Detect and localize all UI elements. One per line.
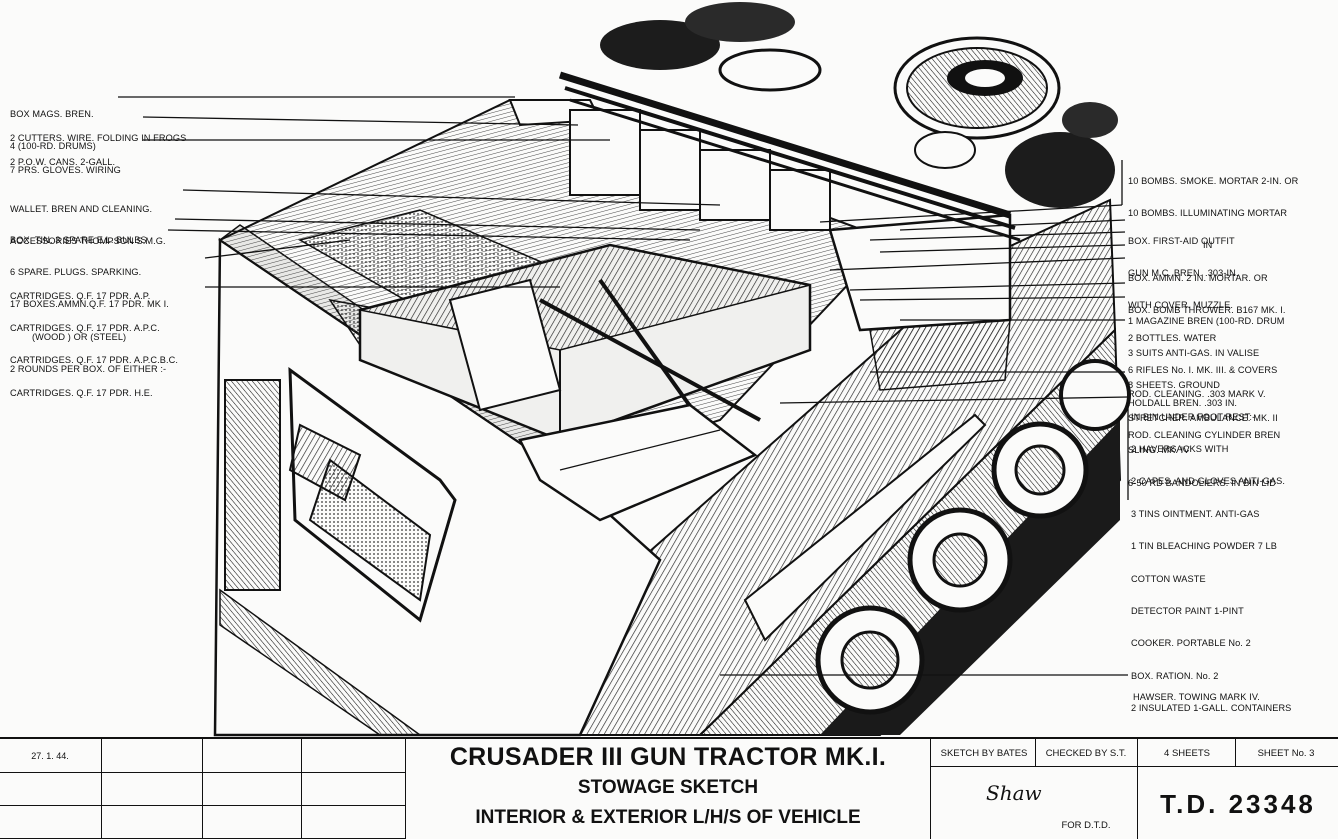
revision-cell [203, 773, 302, 806]
vehicle-cutaway-drawing [118, 2, 1131, 737]
spare-wheel [893, 36, 1061, 169]
drawing-subtitle-1: STOWAGE SKETCH [577, 777, 759, 798]
sheet-number: SHEET No. 3 [1257, 748, 1315, 759]
track-links-left [224, 379, 281, 591]
revision-cell [203, 806, 302, 839]
tarpaulin-rolls [600, 2, 1118, 208]
checked-by: CHECKED BY S.T. [1045, 748, 1127, 759]
sheets-count: 4 SHEETS [1164, 748, 1210, 759]
label-foot-rest: IN BIN UNDER FOOT REST:- 2 HAVERSACKS WI… [1131, 411, 1292, 714]
track-and-road-wheels [815, 359, 1131, 735]
driver-hatch [288, 366, 457, 623]
drawing-date: 27. 1. 44. [31, 751, 69, 761]
drawing-number-cell: T.D. 23348 [1138, 767, 1338, 839]
revision-cell: 27. 1. 44. [0, 739, 102, 773]
label-box-tin: BOX. TIN. 3 SPARE E.L. BULBS 6 SPARE. PL… [10, 234, 169, 375]
label-first-aid: BOX. FIRST-AID OUTFIT GUN M.C. BREN. .30… [1128, 235, 1281, 440]
checked-by-cell: CHECKED BY S.T. [1036, 739, 1138, 767]
signature: Shaw [986, 781, 1042, 805]
revision-cell [0, 806, 102, 839]
engine-deck-lid [518, 403, 758, 522]
label-wallet: WALLET. BREN AND CLEANING. ACCESSORIES T… [10, 203, 166, 246]
rifles-rack [558, 71, 1021, 242]
label-magazine: 1 MAGAZINE BREN (100-RD. DRUM 3 SUITS AN… [1128, 315, 1285, 488]
drawing-subtitle-2: INTERIOR & EXTERIOR L/H/S OF VEHICLE [475, 807, 861, 828]
revision-cell [203, 739, 302, 773]
label-cutters: 2 CUTTERS. WIRE. FOLDING IN FROGS 7 PRS.… [10, 132, 187, 175]
revision-cell [302, 806, 406, 839]
label-pow-cans: 2 P.O.W. CANS. 2-GALL. [10, 156, 116, 167]
sheets-cell: 4 SHEETS [1138, 739, 1236, 767]
hawser-rail [743, 413, 987, 642]
label-bombs: 10 BOMBS. SMOKE. MORTAR 2-IN. OR 10 BOMB… [1128, 175, 1299, 316]
label-box-mags: BOX MAGS. BREN. 4 (100-RD. DRUMS) [10, 108, 96, 151]
label-rod-cleaning: ROD. CLEANING. .303 MARK V. [1128, 388, 1266, 399]
title-block: 27. 1. 44. CRUSADER III GUN TRACTOR MK.I… [0, 737, 1338, 839]
for-dtd: FOR D.T.D. [1061, 820, 1111, 831]
sketch-by-cell: SKETCH BY BATES [930, 739, 1036, 767]
signature-cell: Shaw FOR D.T.D. [930, 767, 1138, 839]
revision-cell [302, 739, 406, 773]
label-hawser: HAWSER. TOWING MARK IV. [1133, 691, 1260, 702]
drawing-title: CRUSADER III GUN TRACTOR MK.I. [449, 743, 887, 771]
revision-cell [0, 773, 102, 806]
sketch-by: SKETCH BY BATES [940, 748, 1028, 759]
label-cartridges: CARTRIDGES. Q.F. 17 PDR. A.P. CARTRIDGES… [10, 290, 179, 398]
revision-cell [302, 773, 406, 806]
drawing-number: T.D. 23348 [1160, 789, 1316, 819]
rear-stowage-bins [508, 99, 1012, 391]
revision-cell [102, 773, 203, 806]
revision-cell [102, 806, 203, 839]
leader-lines [118, 96, 1129, 676]
revision-cell [102, 739, 203, 773]
sheet-no-cell: SHEET No. 3 [1236, 739, 1338, 767]
